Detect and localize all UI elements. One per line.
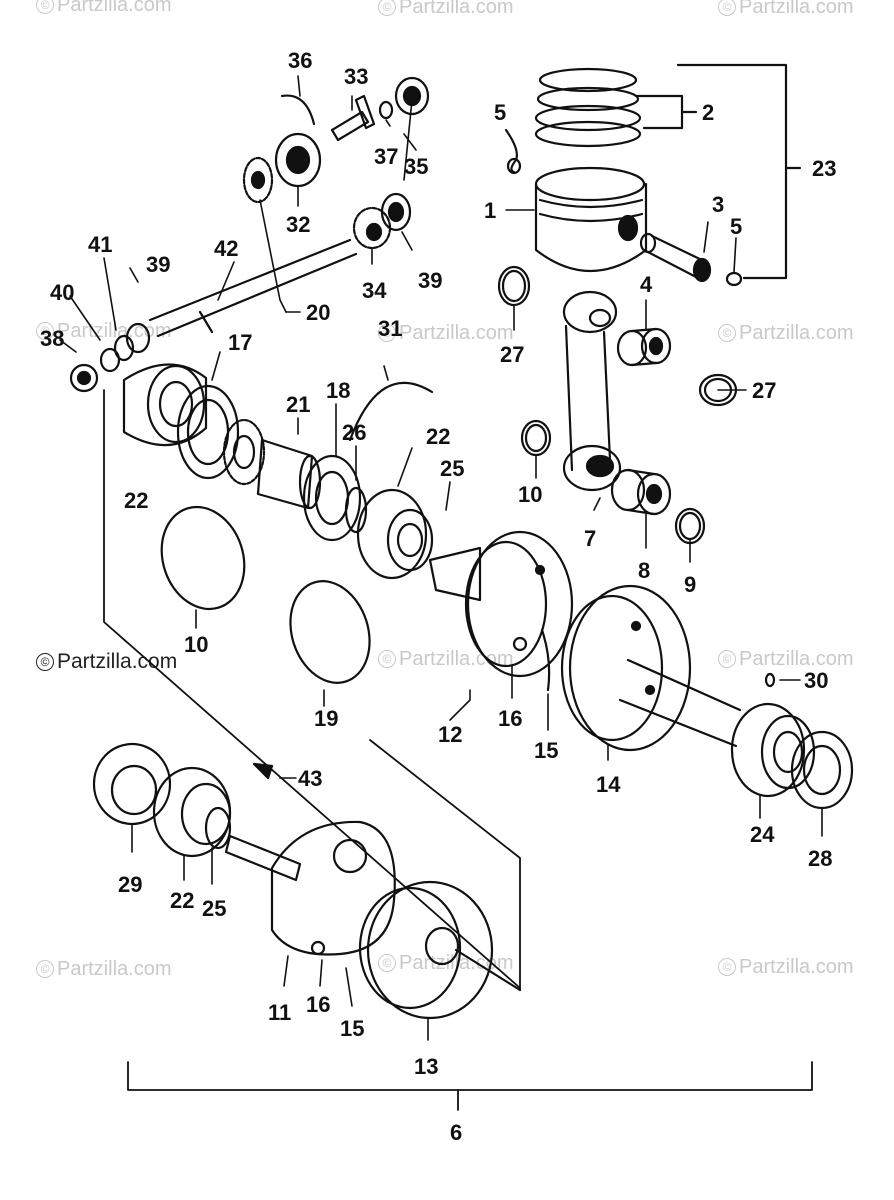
callout-30: 30 <box>804 668 828 693</box>
crank-pin-16 <box>512 636 528 652</box>
nut-washer-stack <box>69 322 151 393</box>
callout-5-right: 5 <box>730 214 742 239</box>
callout-19: 19 <box>314 706 338 731</box>
callout-20: 20 <box>306 300 330 325</box>
callout-35: 35 <box>404 154 428 179</box>
callout-1: 1 <box>484 198 496 223</box>
gear-shaft-33 <box>330 94 376 142</box>
seal-29 <box>92 742 172 826</box>
callout-16-upper: 16 <box>498 706 522 731</box>
crank-pin-16-lower <box>310 940 326 956</box>
callout-28: 28 <box>808 846 832 871</box>
callout-4: 4 <box>640 272 653 297</box>
key-15 <box>540 628 551 692</box>
bevel-gear-small <box>242 156 274 204</box>
collar-21 <box>256 438 322 510</box>
callout-15-upper: 15 <box>534 738 558 763</box>
callout-36: 36 <box>288 48 312 73</box>
callout-29: 29 <box>118 872 142 897</box>
callout-24: 24 <box>750 822 775 847</box>
callout-26: 26 <box>342 420 366 445</box>
callout-22-left: 22 <box>124 488 148 513</box>
bracket-6 <box>127 1061 813 1111</box>
roller-bearing-gear <box>222 418 266 486</box>
seal-18 <box>302 454 362 542</box>
piston-pin <box>639 232 712 283</box>
piston-rings <box>534 67 642 148</box>
callout-10-rod: 10 <box>518 482 542 507</box>
bearing-25-lower <box>204 806 232 850</box>
callout-40: 40 <box>50 280 74 305</box>
callout-6: 6 <box>450 1120 462 1145</box>
callout-22-center: 22 <box>426 424 450 449</box>
bearing-22-center <box>356 488 434 580</box>
pin-30 <box>764 672 776 688</box>
callout-9: 9 <box>684 572 696 597</box>
bearing-24 <box>730 702 816 798</box>
callout-11: 11 <box>268 1000 291 1025</box>
callout-34: 34 <box>362 278 387 303</box>
callout-labels: 1 2 3 4 5 5 6 7 8 9 10 10 11 12 13 14 15… <box>40 48 836 1145</box>
callout-32: 32 <box>286 212 310 237</box>
bearing-22-left <box>122 363 208 447</box>
bearing-32 <box>274 132 322 188</box>
circlips-19-10 <box>160 505 371 684</box>
woodruff-key-43 <box>252 762 274 780</box>
callout-42: 42 <box>214 236 238 261</box>
callout-27-left: 27 <box>500 342 524 367</box>
callout-27-right: 27 <box>752 378 776 403</box>
connecting-rod <box>562 290 622 492</box>
crank-half-left-12 <box>428 530 574 678</box>
callout-25-upper: 25 <box>440 456 464 481</box>
crank-half-13 <box>358 880 522 1020</box>
ring-26 <box>344 486 368 534</box>
callout-15-lower: 15 <box>340 1016 364 1041</box>
needle-bearing-small-end <box>616 327 672 367</box>
crank-half-right-14 <box>560 584 742 752</box>
callout-2: 2 <box>702 100 714 125</box>
callout-13: 13 <box>414 1054 438 1079</box>
callout-5-left: 5 <box>494 100 506 125</box>
callout-23: 23 <box>812 156 836 181</box>
callout-31: 31 <box>378 316 402 341</box>
callout-38: 38 <box>40 326 64 351</box>
bearing-39-right <box>380 192 412 232</box>
callout-16-lower: 16 <box>306 992 330 1017</box>
crank-half-11 <box>224 820 396 956</box>
callout-10-circlip: 10 <box>184 632 208 657</box>
bracket-23 <box>634 63 802 280</box>
callout-25-lower: 25 <box>202 896 226 921</box>
callout-17: 17 <box>228 330 252 355</box>
leader-lines <box>59 75 823 1041</box>
callout-8: 8 <box>638 558 650 583</box>
callout-21: 21 <box>286 392 310 417</box>
bevel-gear-34 <box>352 206 392 250</box>
callout-39-right: 39 <box>418 268 442 293</box>
assembly-connector-lines <box>103 389 521 991</box>
pump-shaft-42 <box>148 238 358 338</box>
callout-3: 3 <box>712 192 724 217</box>
callout-12: 12 <box>438 722 462 747</box>
callout-33: 33 <box>344 64 368 89</box>
callout-7: 7 <box>584 526 596 551</box>
callout-37: 37 <box>374 144 398 169</box>
washer-37 <box>378 100 394 120</box>
callout-22-lower: 22 <box>170 888 194 913</box>
callout-14: 14 <box>596 772 621 797</box>
piston <box>534 166 648 273</box>
o-ring-31 <box>348 381 434 442</box>
needle-bearing-big-end <box>610 468 672 516</box>
callout-43: 43 <box>298 766 322 791</box>
callout-39-left: 39 <box>146 252 170 277</box>
piston-pin-clips <box>504 128 743 287</box>
callout-41: 41 <box>88 232 112 257</box>
bearing-35 <box>394 76 430 116</box>
bearing-22-lower <box>152 766 232 858</box>
retaining-ring-36 <box>280 94 316 126</box>
callout-18: 18 <box>326 378 350 403</box>
